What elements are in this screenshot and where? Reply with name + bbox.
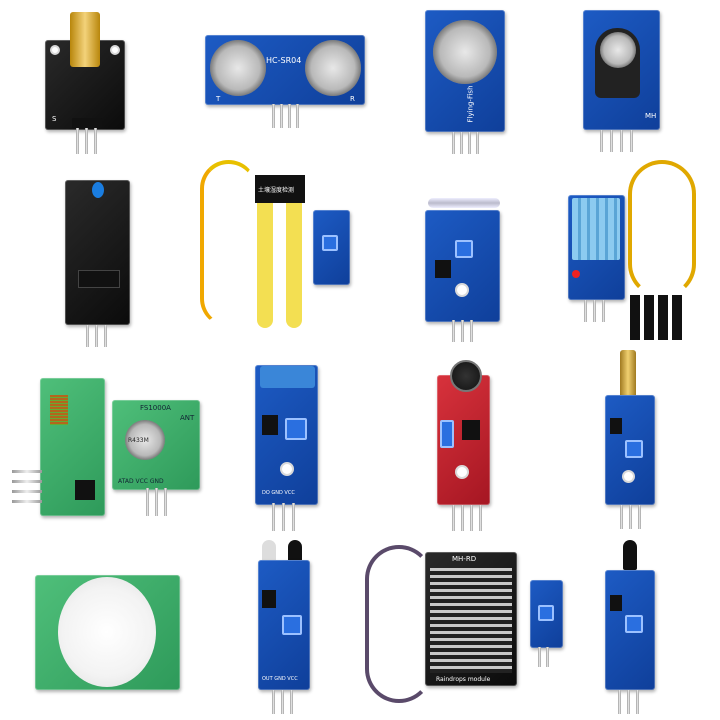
rf-crystal-label: R433M [128,437,149,444]
rf-pins-label: ATAD VCC GND [118,478,164,485]
flame-pins-label: OUT GND VCC [262,676,298,682]
rf-tx-model-label: FS1000A [140,404,171,412]
rain-label: Raindrops module [436,676,491,683]
soil-label: 土壤湿度检测 [258,187,295,194]
ultrasonic-model-label: HC-SR04 [266,56,302,65]
vibration-pins-label: DO GND VCC [262,490,295,496]
rain-brand-label: MH-RD [452,555,477,563]
rtc-brand-label: MH [645,112,657,120]
laser-s-label: S [52,115,57,123]
gas-brand-label: Flying-Fish [466,85,475,123]
rf-ant-label: ANT [180,414,195,422]
ultrasonic-r-label: R [350,95,355,103]
ultrasonic-t-label: T [216,95,221,103]
